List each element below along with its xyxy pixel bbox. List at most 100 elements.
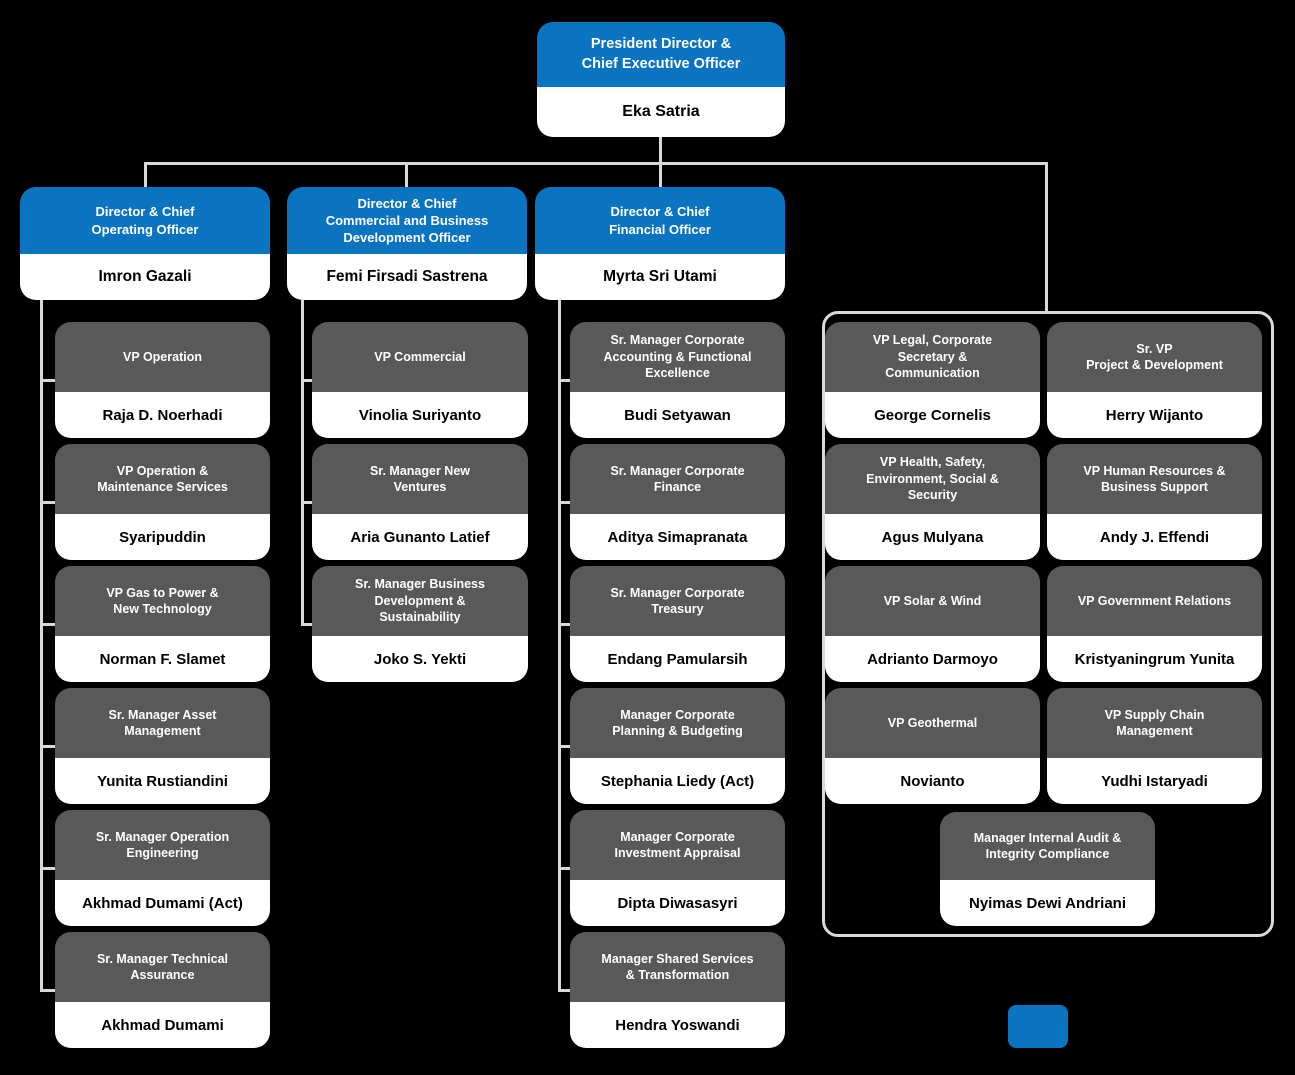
node-name: Norman F. Slamet [55,636,270,682]
manager-node: Sr. Manager Corporate Accounting & Funct… [570,322,785,438]
node-name: Agus Mulyana [825,514,1040,560]
staff-node-centered: Manager Internal Audit & Integrity Compl… [940,812,1155,926]
connector-line [659,164,662,188]
manager-node: Sr. Manager Business Development & Susta… [312,566,528,682]
node-title: VP Government Relations [1047,566,1262,636]
connector-line [40,501,55,504]
node-title: VP Health, Safety, Environment, Social &… [825,444,1040,514]
connector-line [40,989,55,992]
node-title: Manager Shared Services & Transformation [570,932,785,1002]
node-name: Andy J. Effendi [1047,514,1262,560]
director-node: Director & Chief Commercial and Business… [287,187,527,300]
node-name: Hendra Yoswandi [570,1002,785,1048]
connector-line [558,300,561,992]
node-name: Budi Setyawan [570,392,785,438]
node-title: Sr. Manager Business Development & Susta… [312,566,528,636]
staff-node: VP Health, Safety, Environment, Social &… [825,444,1040,560]
node-title: VP Legal, Corporate Secretary & Communic… [825,322,1040,392]
node-name: Akhmad Dumami [55,1002,270,1048]
node-name: Imron Gazali [20,254,270,300]
staff-panel: VP Legal, Corporate Secretary & Communic… [822,311,1274,937]
connector-line [301,300,304,626]
connector-line [40,745,55,748]
node-title: Sr. Manager Technical Assurance [55,932,270,1002]
node-title: VP Operation [55,322,270,392]
connector-line [144,162,1048,165]
node-title: Director & Chief Commercial and Business… [287,187,527,254]
node-title: Manager Corporate Planning & Budgeting [570,688,785,758]
connector-line [40,623,55,626]
node-name: Aditya Simapranata [570,514,785,560]
node-name: Endang Pamularsih [570,636,785,682]
node-title: VP Geothermal [825,688,1040,758]
connector-line [558,989,570,992]
node-name: Joko S. Yekti [312,636,528,682]
connector-line [659,137,662,163]
connector-line [40,379,55,382]
node-name: Raja D. Noerhadi [55,392,270,438]
node-title: Sr. VP Project & Development [1047,322,1262,392]
node-title: VP Solar & Wind [825,566,1040,636]
node-title: Sr. Manager Corporate Finance [570,444,785,514]
manager-node: Manager Shared Services & Transformation… [570,932,785,1048]
node-name: Nyimas Dewi Andriani [940,880,1155,926]
node-title: Sr. Manager Corporate Treasury [570,566,785,636]
node-title: Sr. Manager New Ventures [312,444,528,514]
node-name: Myrta Sri Utami [535,254,785,300]
node-title: VP Operation & Maintenance Services [55,444,270,514]
node-name: Herry Wijanto [1047,392,1262,438]
node-title: Director & Chief Financial Officer [535,187,785,254]
connector-line [558,379,570,382]
node-name: Kristyaningrum Yunita [1047,636,1262,682]
node-name: Eka Satria [537,87,785,137]
node-title: VP Supply Chain Management [1047,688,1262,758]
node-title: VP Gas to Power & New Technology [55,566,270,636]
connector-line [301,501,312,504]
node-title: Sr. Manager Operation Engineering [55,810,270,880]
connector-line [40,300,43,992]
connector-line [144,164,147,188]
legend-chip [1008,1005,1068,1048]
node-name: Novianto [825,758,1040,804]
node-title: Manager Internal Audit & Integrity Compl… [940,812,1155,880]
node-name: Vinolia Suriyanto [312,392,528,438]
connector-line [301,379,312,382]
node-name: Stephania Liedy (Act) [570,758,785,804]
node-name: Akhmad Dumami (Act) [55,880,270,926]
node-name: Yudhi Istaryadi [1047,758,1262,804]
connector-line [40,867,55,870]
node-title: Sr. Manager Asset Management [55,688,270,758]
node-title: President Director & Chief Executive Off… [537,22,785,87]
node-name: Aria Gunanto Latief [312,514,528,560]
node-name: George Cornelis [825,392,1040,438]
node-title: VP Commercial [312,322,528,392]
node-name: Yunita Rustiandini [55,758,270,804]
connector-line [558,501,570,504]
connector-line [1045,164,1048,311]
node-title: VP Human Resources & Business Support [1047,444,1262,514]
node-title: Director & Chief Operating Officer [20,187,270,254]
connector-line [405,164,408,188]
connector-line [558,623,570,626]
ceo-node: President Director & Chief Executive Off… [537,22,785,137]
connector-line [558,745,570,748]
